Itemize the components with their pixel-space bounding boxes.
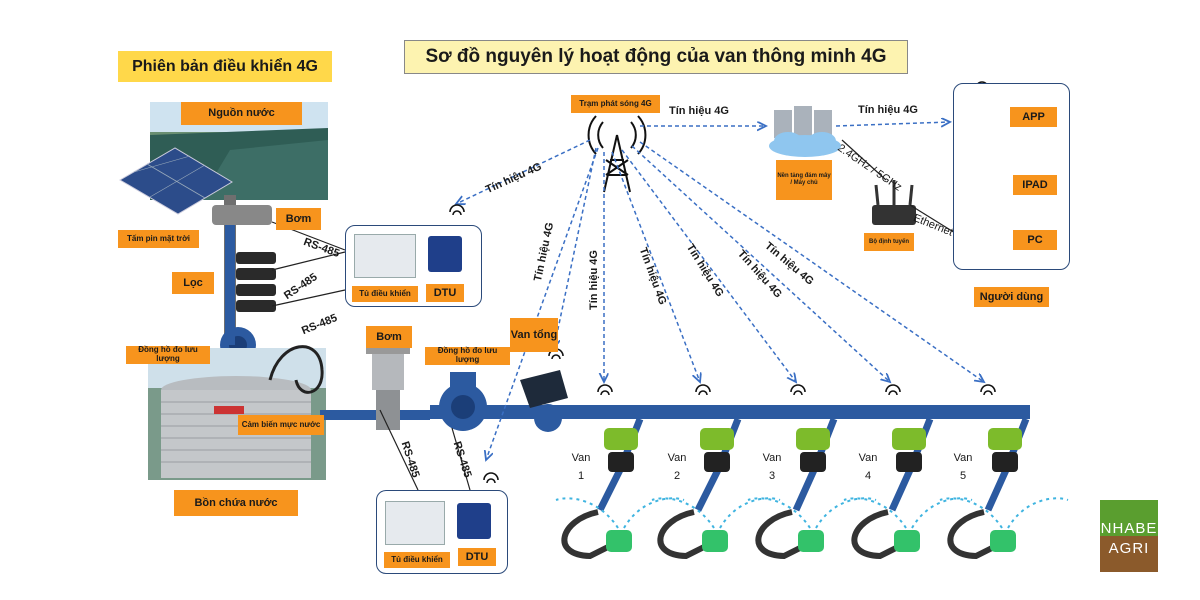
logo-text-1: NHABE: [1100, 520, 1158, 537]
control-cabinet-icon: [354, 234, 416, 278]
flow-meter-mid-label: Đồng hồ đo lưu lượng: [425, 346, 510, 365]
water-source-label: Nguồn nước: [181, 102, 302, 125]
signal-label-cloud-users: Tín hiệu 4G: [858, 104, 918, 116]
dtu-bottom-label: DTU: [458, 548, 496, 566]
cloud-server-icon: [769, 106, 841, 157]
tower-label: Trạm phát sóng 4G: [571, 95, 660, 113]
branch-valve-icons: [604, 428, 1022, 472]
cell-tower-icon: [587, 115, 647, 193]
tank-label: Bồn chứa nước: [174, 490, 298, 516]
main-valve-label: Van tổng: [510, 318, 558, 352]
dtu-icon: [428, 236, 462, 272]
brand-logo: NHABE AGRI: [1100, 500, 1158, 572]
filter-label: Lọc: [172, 272, 214, 294]
main-pipe: [225, 225, 1030, 420]
signal-label-tower-cloud: Tín hiệu 4G: [669, 105, 729, 117]
pump-mid-icon: [366, 346, 410, 430]
water-tank-photo: [148, 348, 326, 480]
dtu-top-label: DTU: [426, 284, 464, 302]
router-label: Bộ định tuyến: [864, 233, 914, 251]
pc-label: PC: [1013, 230, 1057, 250]
solar-panel-label: Tấm pin mặt trời: [118, 230, 199, 248]
signal-arrows: [456, 122, 984, 460]
main-valve-icon: [520, 370, 568, 432]
pump-mid-label: Bơm: [366, 326, 412, 348]
flow-meter-mid-icon: [439, 372, 487, 431]
cabinet-top-label: Tủ điều khiển: [352, 286, 418, 302]
signal-label-valve-1: Tín hiệu 4G: [588, 250, 600, 310]
cloud-label: Nền tảng đám mây / Máy chủ: [776, 160, 832, 200]
page-title: Sơ đồ nguyên lý hoạt động của van thông …: [404, 40, 908, 74]
solar-panel-icon: [119, 147, 233, 215]
ipad-label: IPAD: [1013, 175, 1057, 195]
control-cabinet-icon: [385, 501, 445, 545]
page-subtitle: Phiên bản điều khiển 4G: [118, 51, 332, 82]
sprinkler-icons: [555, 497, 1069, 560]
router-icon: [872, 180, 916, 225]
wifi-icons: [449, 81, 996, 484]
cabinet-bottom-label: Tủ điều khiển: [384, 552, 450, 568]
level-sensor-cable: [268, 345, 324, 394]
filter-stack-icon: [212, 195, 276, 363]
logo-text-2: AGRI: [1108, 540, 1150, 557]
wired-connections: [271, 139, 961, 491]
level-sensor-label: Cảm biến mực nước: [238, 415, 324, 435]
flow-meter-left-label: Đồng hồ đo lưu lượng: [126, 345, 210, 364]
pump-top-label: Bơm: [276, 208, 321, 230]
users-label: Người dùng: [974, 287, 1049, 307]
dtu-icon: [457, 503, 491, 539]
app-label: APP: [1010, 107, 1057, 127]
